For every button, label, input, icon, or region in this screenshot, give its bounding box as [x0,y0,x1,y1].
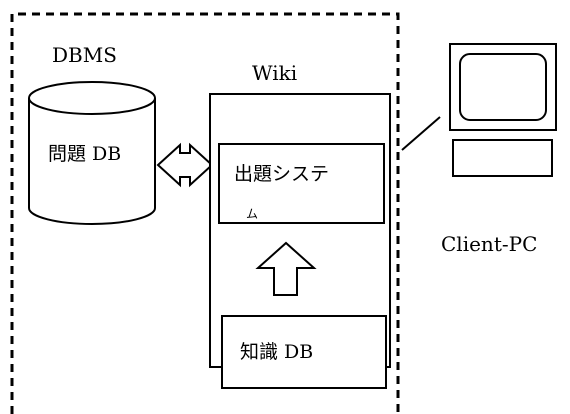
knowledge-db-box [221,315,387,389]
up-arrow-icon [255,241,317,296]
question-db-label: 問題 DB [48,143,121,165]
wiki-label: Wiki [252,61,297,85]
dbms-boundary-dashed [10,12,400,414]
bidirectional-arrow-icon [156,142,214,188]
computer-monitor-icon [449,43,557,131]
question-db-cylinder [28,81,156,225]
question-system-box [218,143,385,224]
question-system-label-continued: ム [246,207,258,221]
client-pc-label: Client-PC [441,232,537,256]
knowledge-db-label: 知識 DB [240,341,313,363]
dbms-label: DBMS [52,43,117,67]
network-link [401,116,441,151]
computer-base-icon [452,139,553,177]
question-system-label: 出題システ [234,163,329,185]
